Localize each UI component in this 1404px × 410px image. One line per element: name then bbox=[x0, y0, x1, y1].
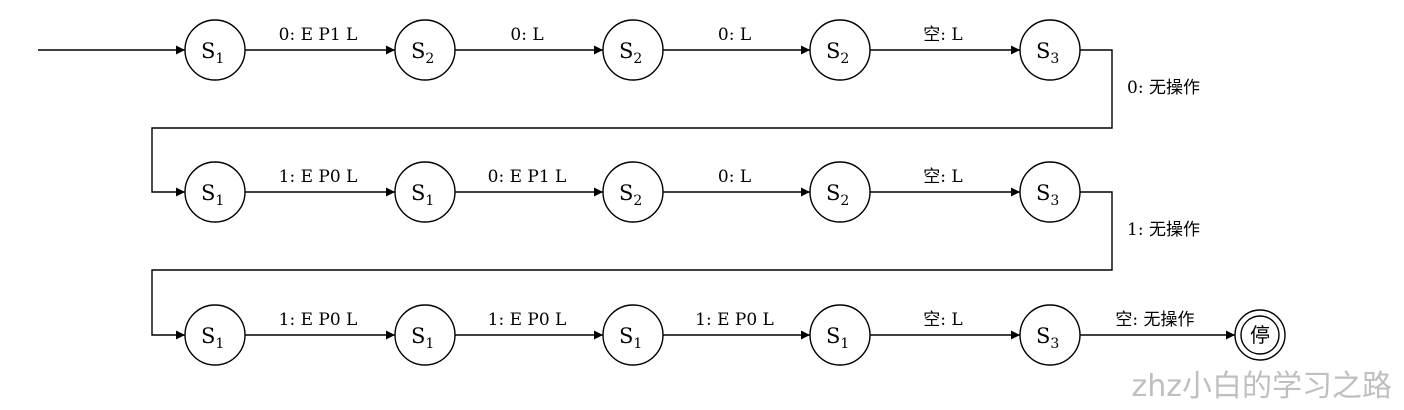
state-r3-c4: S1 bbox=[809, 304, 871, 366]
stop-state-label: 停 bbox=[1250, 323, 1270, 347]
edge-label-r2-4: 空: L bbox=[923, 167, 962, 187]
edge-r3-1-arrow bbox=[386, 330, 395, 340]
state-r3-c2: S1 bbox=[394, 304, 456, 366]
state-circle bbox=[809, 304, 871, 366]
edge-label-r2-1: 1: E P0 L bbox=[279, 167, 358, 187]
state-label: S2 bbox=[826, 39, 849, 67]
state-r3-c1: S1 bbox=[184, 304, 246, 366]
state-label: S3 bbox=[1036, 324, 1059, 352]
state-label: S2 bbox=[619, 39, 642, 67]
edge-r1-2-arrow bbox=[594, 45, 603, 55]
stop-edge-label: 空: 无操作 bbox=[1115, 310, 1194, 330]
state-r3-c5: S3 bbox=[1019, 304, 1081, 366]
watermark: zhz小白的学习之路 bbox=[1131, 369, 1392, 404]
state-label: S3 bbox=[1036, 39, 1059, 67]
state-r3-c3: S1 bbox=[602, 304, 664, 366]
edge-r3-2-arrow bbox=[594, 330, 603, 340]
stop-state: 停 bbox=[1234, 309, 1286, 361]
state-label: S1 bbox=[411, 324, 434, 352]
state-label: S1 bbox=[619, 324, 642, 352]
wrap-label-1: 0: 无操作 bbox=[1127, 78, 1200, 98]
state-label: S1 bbox=[201, 39, 224, 67]
edge-r1-3-arrow bbox=[801, 45, 810, 55]
labels-layer: 0: E P1 L 0: L 0: L 空: L 0: 无操作 1: E P0 L 0: E… bbox=[279, 25, 1200, 330]
wrap-edge-2 bbox=[151, 191, 1113, 336]
wrap-edge-arrow-2 bbox=[176, 330, 185, 340]
edge-r2-1-arrow bbox=[386, 187, 395, 197]
state-label: S1 bbox=[826, 324, 849, 352]
state-r2-c5: S3 bbox=[1019, 161, 1081, 223]
wrap-edge-arrow-1 bbox=[176, 187, 185, 197]
edge-label-r3-4: 空: L bbox=[923, 310, 962, 330]
edges-layer bbox=[38, 45, 1235, 340]
state-label: S1 bbox=[411, 181, 434, 209]
state-circle bbox=[184, 304, 246, 366]
edge-label-r3-3: 1: E P0 L bbox=[695, 310, 774, 330]
edge-label-r2-2: 0: E P1 L bbox=[488, 167, 567, 187]
stop-state-inner-ring bbox=[1240, 315, 1280, 355]
state-circle bbox=[1019, 19, 1081, 81]
state-label: S2 bbox=[826, 181, 849, 209]
wrap-label-2: 1: 无操作 bbox=[1127, 220, 1200, 240]
state-circle bbox=[809, 19, 871, 81]
state-r1-c4: S2 bbox=[809, 19, 871, 81]
edge-label-r1-2: 0: L bbox=[510, 25, 543, 45]
state-r2-c3: S2 bbox=[602, 161, 664, 223]
state-circle bbox=[184, 161, 246, 223]
state-r1-c2: S2 bbox=[394, 19, 456, 81]
state-circle bbox=[184, 19, 246, 81]
state-circle bbox=[602, 19, 664, 81]
edge-label-r1-4: 空: L bbox=[923, 25, 962, 45]
edge-r2-4-arrow bbox=[1011, 187, 1020, 197]
state-circle bbox=[602, 161, 664, 223]
state-r2-c2: S1 bbox=[394, 161, 456, 223]
edge-label-r1-3: 0: L bbox=[718, 25, 751, 45]
state-circle bbox=[394, 304, 456, 366]
state-circle bbox=[1019, 304, 1081, 366]
state-circle bbox=[1019, 161, 1081, 223]
edge-r3-4-arrow bbox=[1011, 330, 1020, 340]
state-circle bbox=[809, 161, 871, 223]
state-r1-c1: S1 bbox=[184, 19, 246, 81]
edge-r2-3-arrow bbox=[801, 187, 810, 197]
stop-edge-arrow bbox=[1226, 330, 1235, 340]
edge-label-r1-1: 0: E P1 L bbox=[279, 25, 358, 45]
wrap-edge-1 bbox=[151, 49, 1113, 193]
state-circle bbox=[602, 304, 664, 366]
edge-label-r3-2: 1: E P0 L bbox=[488, 310, 567, 330]
edge-r3-3-arrow bbox=[801, 330, 810, 340]
state-circle bbox=[394, 19, 456, 81]
edge-r1-4-arrow bbox=[1011, 45, 1020, 55]
state-label: S2 bbox=[411, 39, 434, 67]
edge-r2-2-arrow bbox=[594, 187, 603, 197]
state-label: S2 bbox=[619, 181, 642, 209]
state-label: S1 bbox=[201, 181, 224, 209]
state-r2-c1: S1 bbox=[184, 161, 246, 223]
start-edge-arrow bbox=[176, 45, 185, 55]
state-circle bbox=[394, 161, 456, 223]
edge-label-r3-1: 1: E P0 L bbox=[279, 310, 358, 330]
state-r1-c5: S3 bbox=[1019, 19, 1081, 81]
state-label: S3 bbox=[1036, 181, 1059, 209]
state-r2-c4: S2 bbox=[809, 161, 871, 223]
state-label: S1 bbox=[201, 324, 224, 352]
edge-label-r2-3: 0: L bbox=[718, 167, 751, 187]
edge-r1-1-arrow bbox=[386, 45, 395, 55]
state-r1-c3: S2 bbox=[602, 19, 664, 81]
